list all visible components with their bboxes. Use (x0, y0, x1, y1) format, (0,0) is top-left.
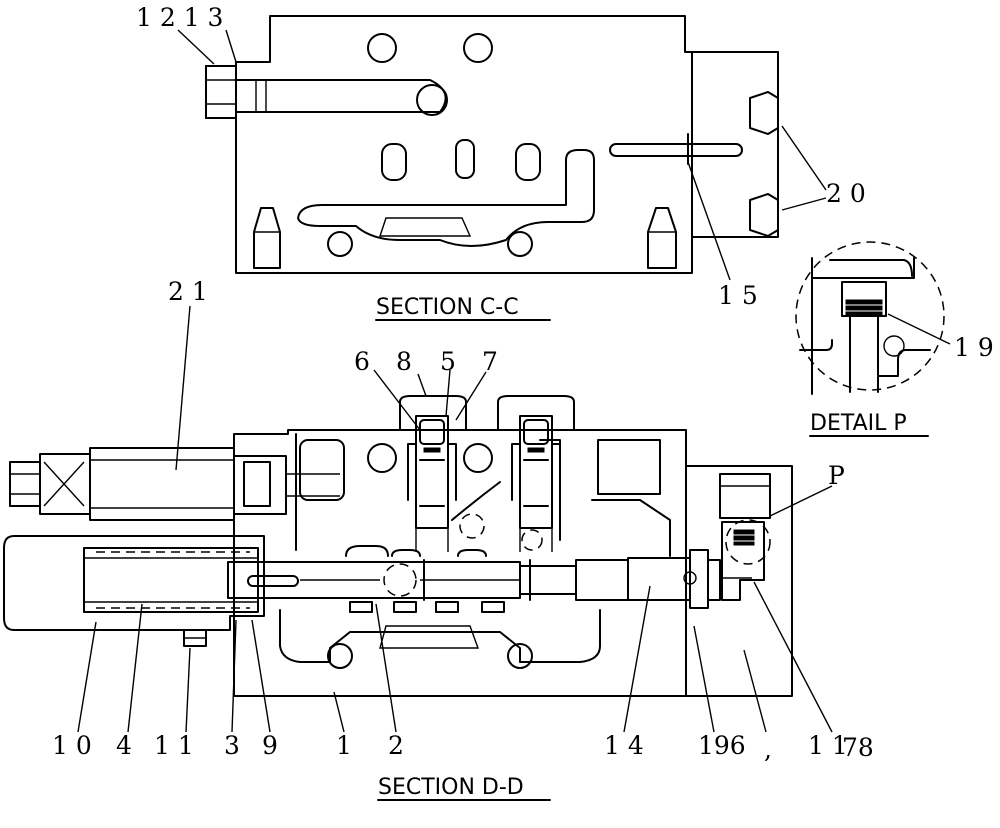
callout-19-6: 196 (698, 731, 746, 760)
callout-4: 4 (116, 731, 132, 760)
callout-14: 1 4 (604, 731, 644, 760)
callout-p: P (828, 461, 845, 490)
callout-9: 9 (262, 731, 278, 760)
callout-comma: , (764, 735, 772, 764)
svg-text:DETAIL P: DETAIL P (810, 411, 907, 436)
callout-21: 2 1 (168, 277, 208, 306)
svg-text:SECTION D-D: SECTION D-D (378, 775, 524, 800)
detail-p-view (795, 241, 951, 395)
section-cc-view (177, 15, 827, 281)
section-cc-title: SECTION C-C (375, 295, 551, 321)
callout-15: 1 5 (718, 281, 758, 310)
callout-10: 1 0 (52, 731, 92, 760)
callout-20: 2 0 (826, 179, 866, 208)
callout-5: 5 (440, 347, 456, 376)
callout-17-18: 1 1 (808, 731, 848, 760)
svg-text:SECTION C-C: SECTION C-C (376, 295, 519, 320)
section-dd-title: SECTION D-D (377, 775, 551, 801)
callout-12-13: 1 2 1 3 (136, 3, 223, 32)
callout-8: 8 (396, 347, 412, 376)
callout-11: 1 1 (154, 731, 194, 760)
detail-p-spring (845, 299, 883, 316)
detail-p-title: DETAIL P (809, 411, 929, 437)
callout-3: 3 (224, 731, 240, 760)
callout-17-18-b: 78 (842, 733, 874, 762)
callout-1: 1 (336, 731, 352, 760)
callout-19: 1 9 (954, 333, 994, 362)
callout-6: 6 (354, 347, 370, 376)
callout-2: 2 (388, 731, 404, 760)
section-dd-view (3, 305, 833, 733)
callout-7: 7 (482, 347, 498, 376)
